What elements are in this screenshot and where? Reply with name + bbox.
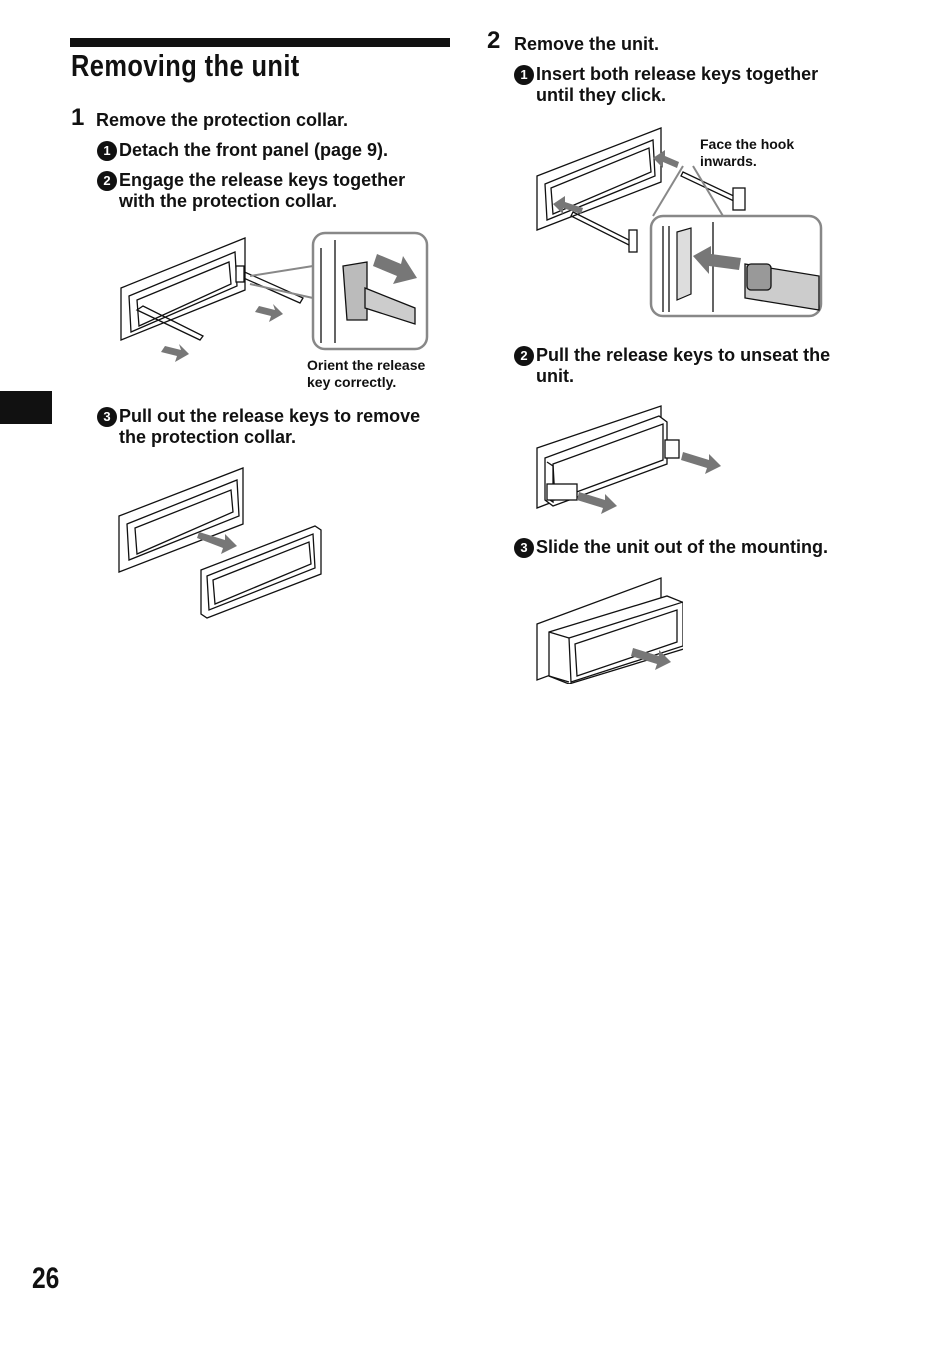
page-number: 26 <box>32 1262 60 1295</box>
substep-text: Detach the front panel (page 9). <box>119 140 389 160</box>
substep-text: Pull out the release keys to remove the … <box>119 406 421 447</box>
section-tab-marker <box>0 391 52 424</box>
step-marker-badge: 1 <box>97 141 117 161</box>
substep-text: Pull the release keys to unseat the unit… <box>536 345 831 386</box>
caption-orient-key: Orient the release key correctly. <box>307 357 426 390</box>
illustration-engage-keys <box>120 231 429 362</box>
illustration-unseat-unit <box>536 405 721 514</box>
step-marker-badge: 1 <box>514 65 534 85</box>
step-marker-badge: 3 <box>514 538 534 558</box>
step-marker-badge: 3 <box>97 407 117 427</box>
substep-text: Insert both release keys together until … <box>536 64 819 105</box>
caption-face-hook: Face the hook inwards. <box>700 136 795 169</box>
substep-text: Engage the release keys together with th… <box>119 170 406 211</box>
step-2-number: 2 <box>487 27 501 54</box>
step-1-number: 1 <box>71 104 85 131</box>
step-1-text: Remove the protection collar. <box>96 110 349 130</box>
step-2-text: Remove the unit. <box>514 34 660 54</box>
step-marker-badge: 2 <box>514 346 534 366</box>
illustration-insert-keys <box>536 127 823 318</box>
title-rule <box>70 38 450 47</box>
step-marker-badge: 2 <box>97 171 117 191</box>
illustration-slide-unit <box>536 577 683 684</box>
page-title: Removing the unit <box>71 48 300 83</box>
illustration-pull-collar <box>118 467 322 619</box>
substep-text: Slide the unit out of the mounting. <box>536 537 828 557</box>
